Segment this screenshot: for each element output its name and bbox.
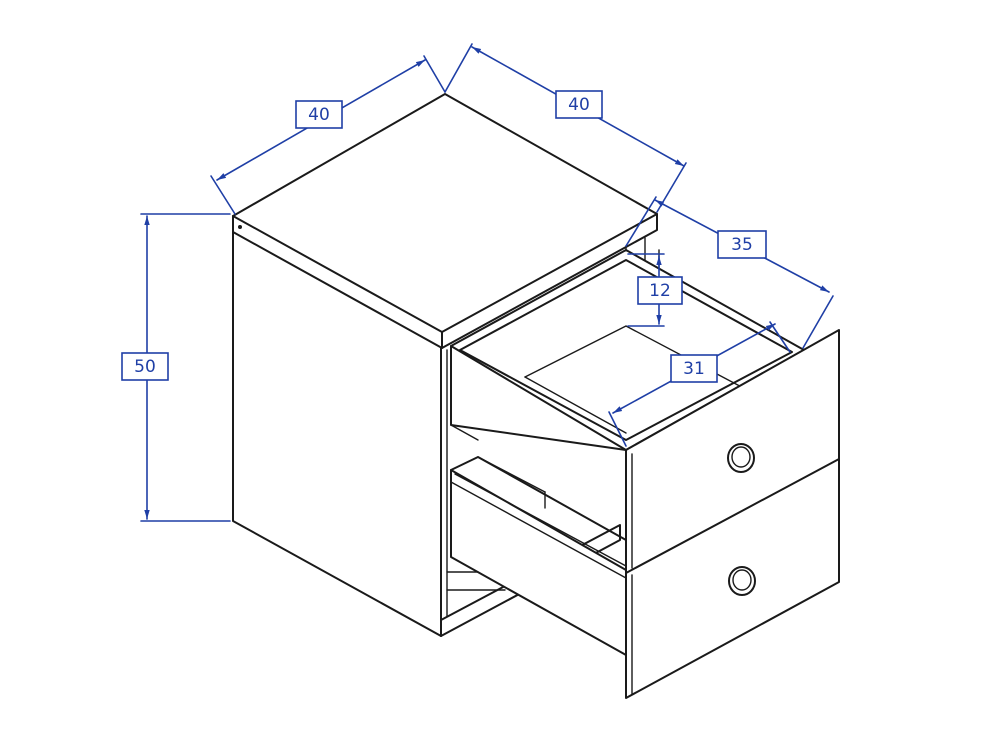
dimension-height-label: 50	[134, 357, 156, 377]
dimension-depth: 40	[444, 43, 687, 213]
dimension-width-label: 40	[308, 105, 330, 125]
screw-mark	[238, 225, 242, 229]
lower-drawer-side	[450, 469, 627, 656]
lower-drawer	[446, 456, 840, 699]
lower-drawer-knob-icon	[728, 566, 756, 596]
dimension-drawer-height: 12	[627, 253, 683, 327]
dimension-drawer-width: 31	[608, 321, 791, 447]
dimension-depth-label: 40	[568, 95, 590, 115]
upper-drawer-knob-icon	[727, 443, 755, 473]
dimension-drawer-depth-label: 35	[731, 235, 753, 255]
dimension-drawer-width-label: 31	[683, 359, 705, 379]
dimension-width: 40	[210, 55, 446, 215]
dimension-height: 50	[121, 213, 231, 522]
dimension-drawer-depth: 35	[625, 196, 834, 349]
dimension-drawer-height-label: 12	[649, 281, 671, 301]
